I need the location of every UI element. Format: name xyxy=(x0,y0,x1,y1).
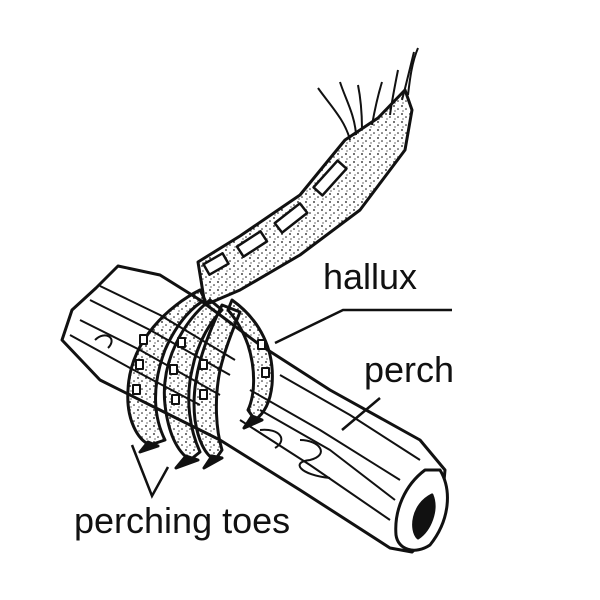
perching-toes-pointer xyxy=(130,444,170,499)
perch-pointer xyxy=(341,397,381,431)
hallux-label: hallux xyxy=(323,256,418,297)
hallux-pointer xyxy=(274,308,452,345)
perch-label: perch xyxy=(364,349,455,390)
bird-leg xyxy=(196,47,419,307)
perching-toes-label: perching toes xyxy=(74,500,291,541)
pointer-lines xyxy=(130,308,452,499)
perching-toes-drawing xyxy=(126,288,274,470)
